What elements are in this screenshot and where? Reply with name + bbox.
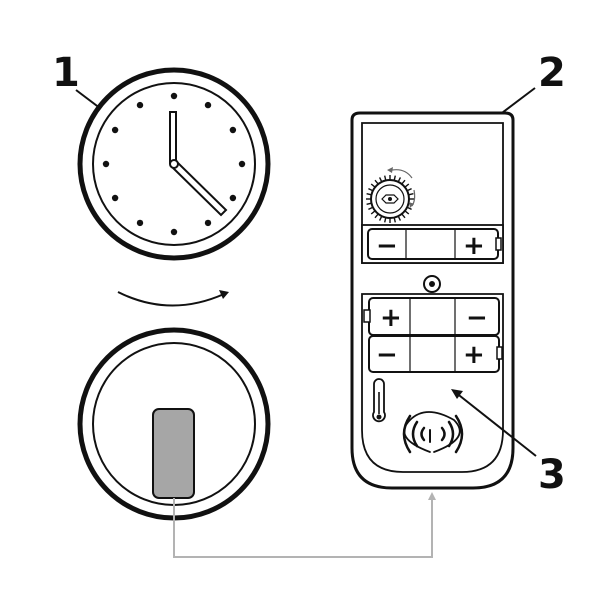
callout-2-label: 2 (538, 50, 566, 96)
connector-arrowhead (428, 492, 436, 500)
clock-hour-dot (238, 160, 246, 168)
clock-center-pin (169, 159, 179, 169)
connector-line (173, 496, 433, 558)
clock-back (77, 327, 271, 521)
battery-middle-left-sign: + (380, 303, 402, 333)
callout-3-arrowhead (451, 389, 463, 399)
clock-hour-dot (111, 194, 119, 202)
battery-top: − + (361, 224, 504, 264)
callout-1-label: 1 (52, 50, 80, 96)
clock-hour-dot (229, 194, 237, 202)
clock-hour-dot (170, 92, 178, 100)
battery-top-left-sign: − (376, 231, 398, 261)
battery-bottom-right-sign: + (463, 340, 485, 370)
callout-3-label: 3 (538, 452, 566, 498)
clock-hour-dot (136, 101, 144, 109)
battery-middle-right-sign: − (466, 303, 488, 333)
clock-hour-dot (170, 228, 178, 236)
battery-middle: + − (363, 297, 500, 336)
rotate-arrow-icon (117, 290, 229, 307)
sensor-plate (152, 408, 195, 499)
clock-hour-dot (204, 101, 212, 109)
clock-hour-dot (102, 160, 110, 168)
clock-hour-dot (204, 219, 212, 227)
clock-hour-dot (136, 219, 144, 227)
clock-hour-dots (102, 92, 246, 236)
clock-hour-dot (111, 126, 119, 134)
thermometer-icon (372, 378, 386, 423)
clock-minute-hand (169, 111, 177, 164)
wireless-signal-icon (402, 411, 464, 454)
battery-bottom: − + (368, 335, 503, 373)
gear-dial-icon (366, 167, 416, 223)
battery-bottom-left-sign: − (376, 340, 398, 370)
battery-top-right-sign: + (463, 231, 485, 261)
receiver-module: − + + − − + (350, 111, 515, 490)
clock-hour-dot (229, 126, 237, 134)
clock-front (77, 67, 271, 261)
callout-3-pointer (454, 391, 537, 457)
